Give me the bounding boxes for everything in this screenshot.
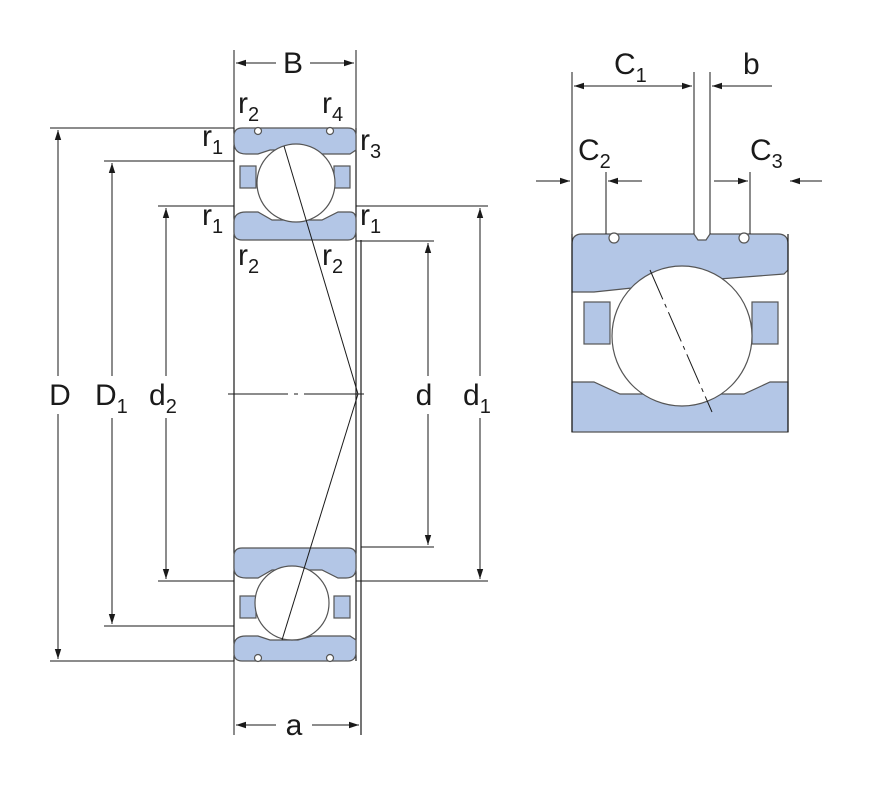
top-outer-ring	[233, 127, 357, 155]
bottom-outer-ring	[233, 635, 357, 662]
detail-cage-left	[583, 301, 611, 345]
detail-outer-ring	[571, 233, 789, 293]
label-d1: d1	[463, 379, 491, 418]
detail-contact-line	[649, 269, 713, 413]
detail-cage-right	[751, 301, 779, 345]
detail-view: C1 b C2 C3	[536, 48, 822, 433]
label-D: D	[49, 379, 71, 412]
top-cage-right	[333, 165, 351, 189]
label-r3: r3	[360, 124, 381, 163]
detail-ball	[611, 265, 753, 407]
top-lube-hole-left	[253, 126, 263, 136]
detail-inner-ring	[571, 381, 789, 433]
label-r1-mid-right: r1	[360, 199, 381, 238]
label-r1-top: r1	[202, 120, 223, 159]
label-b: b	[743, 48, 760, 81]
label-r2-bottom-right: r2	[322, 239, 343, 278]
main-section: B a D D1 d2 d d1 r2 r4 r1 r3 r1 r1 r2 r2	[49, 47, 491, 742]
bottom-cage-left	[239, 595, 257, 619]
label-a: a	[286, 709, 303, 742]
top-inner-ring	[233, 211, 357, 241]
label-C2: C2	[578, 134, 611, 173]
detail-lube-hole-right	[738, 232, 750, 244]
contact-line-bottom	[281, 393, 359, 641]
label-B: B	[283, 47, 303, 80]
label-d: d	[416, 379, 433, 412]
label-r2-top-left: r2	[238, 87, 259, 126]
label-r4: r4	[322, 87, 343, 126]
label-d2: d2	[149, 379, 177, 418]
bottom-cage-right	[333, 595, 351, 619]
bottom-inner-ring	[233, 547, 357, 579]
label-D1: D1	[95, 379, 128, 418]
contact-line-top	[283, 145, 359, 395]
bottom-ball	[254, 565, 330, 641]
bottom-lube-hole-left	[253, 653, 263, 663]
detail-lube-hole-left	[608, 232, 620, 244]
top-lube-hole-right	[325, 126, 335, 136]
label-r1-mid-left: r1	[202, 199, 223, 238]
label-C3: C3	[750, 134, 783, 173]
bottom-lube-hole-right	[325, 653, 335, 663]
top-ball	[256, 143, 336, 223]
top-cage-left	[239, 165, 257, 189]
label-C1: C1	[614, 48, 647, 87]
label-r2-bottom-left: r2	[238, 239, 259, 278]
